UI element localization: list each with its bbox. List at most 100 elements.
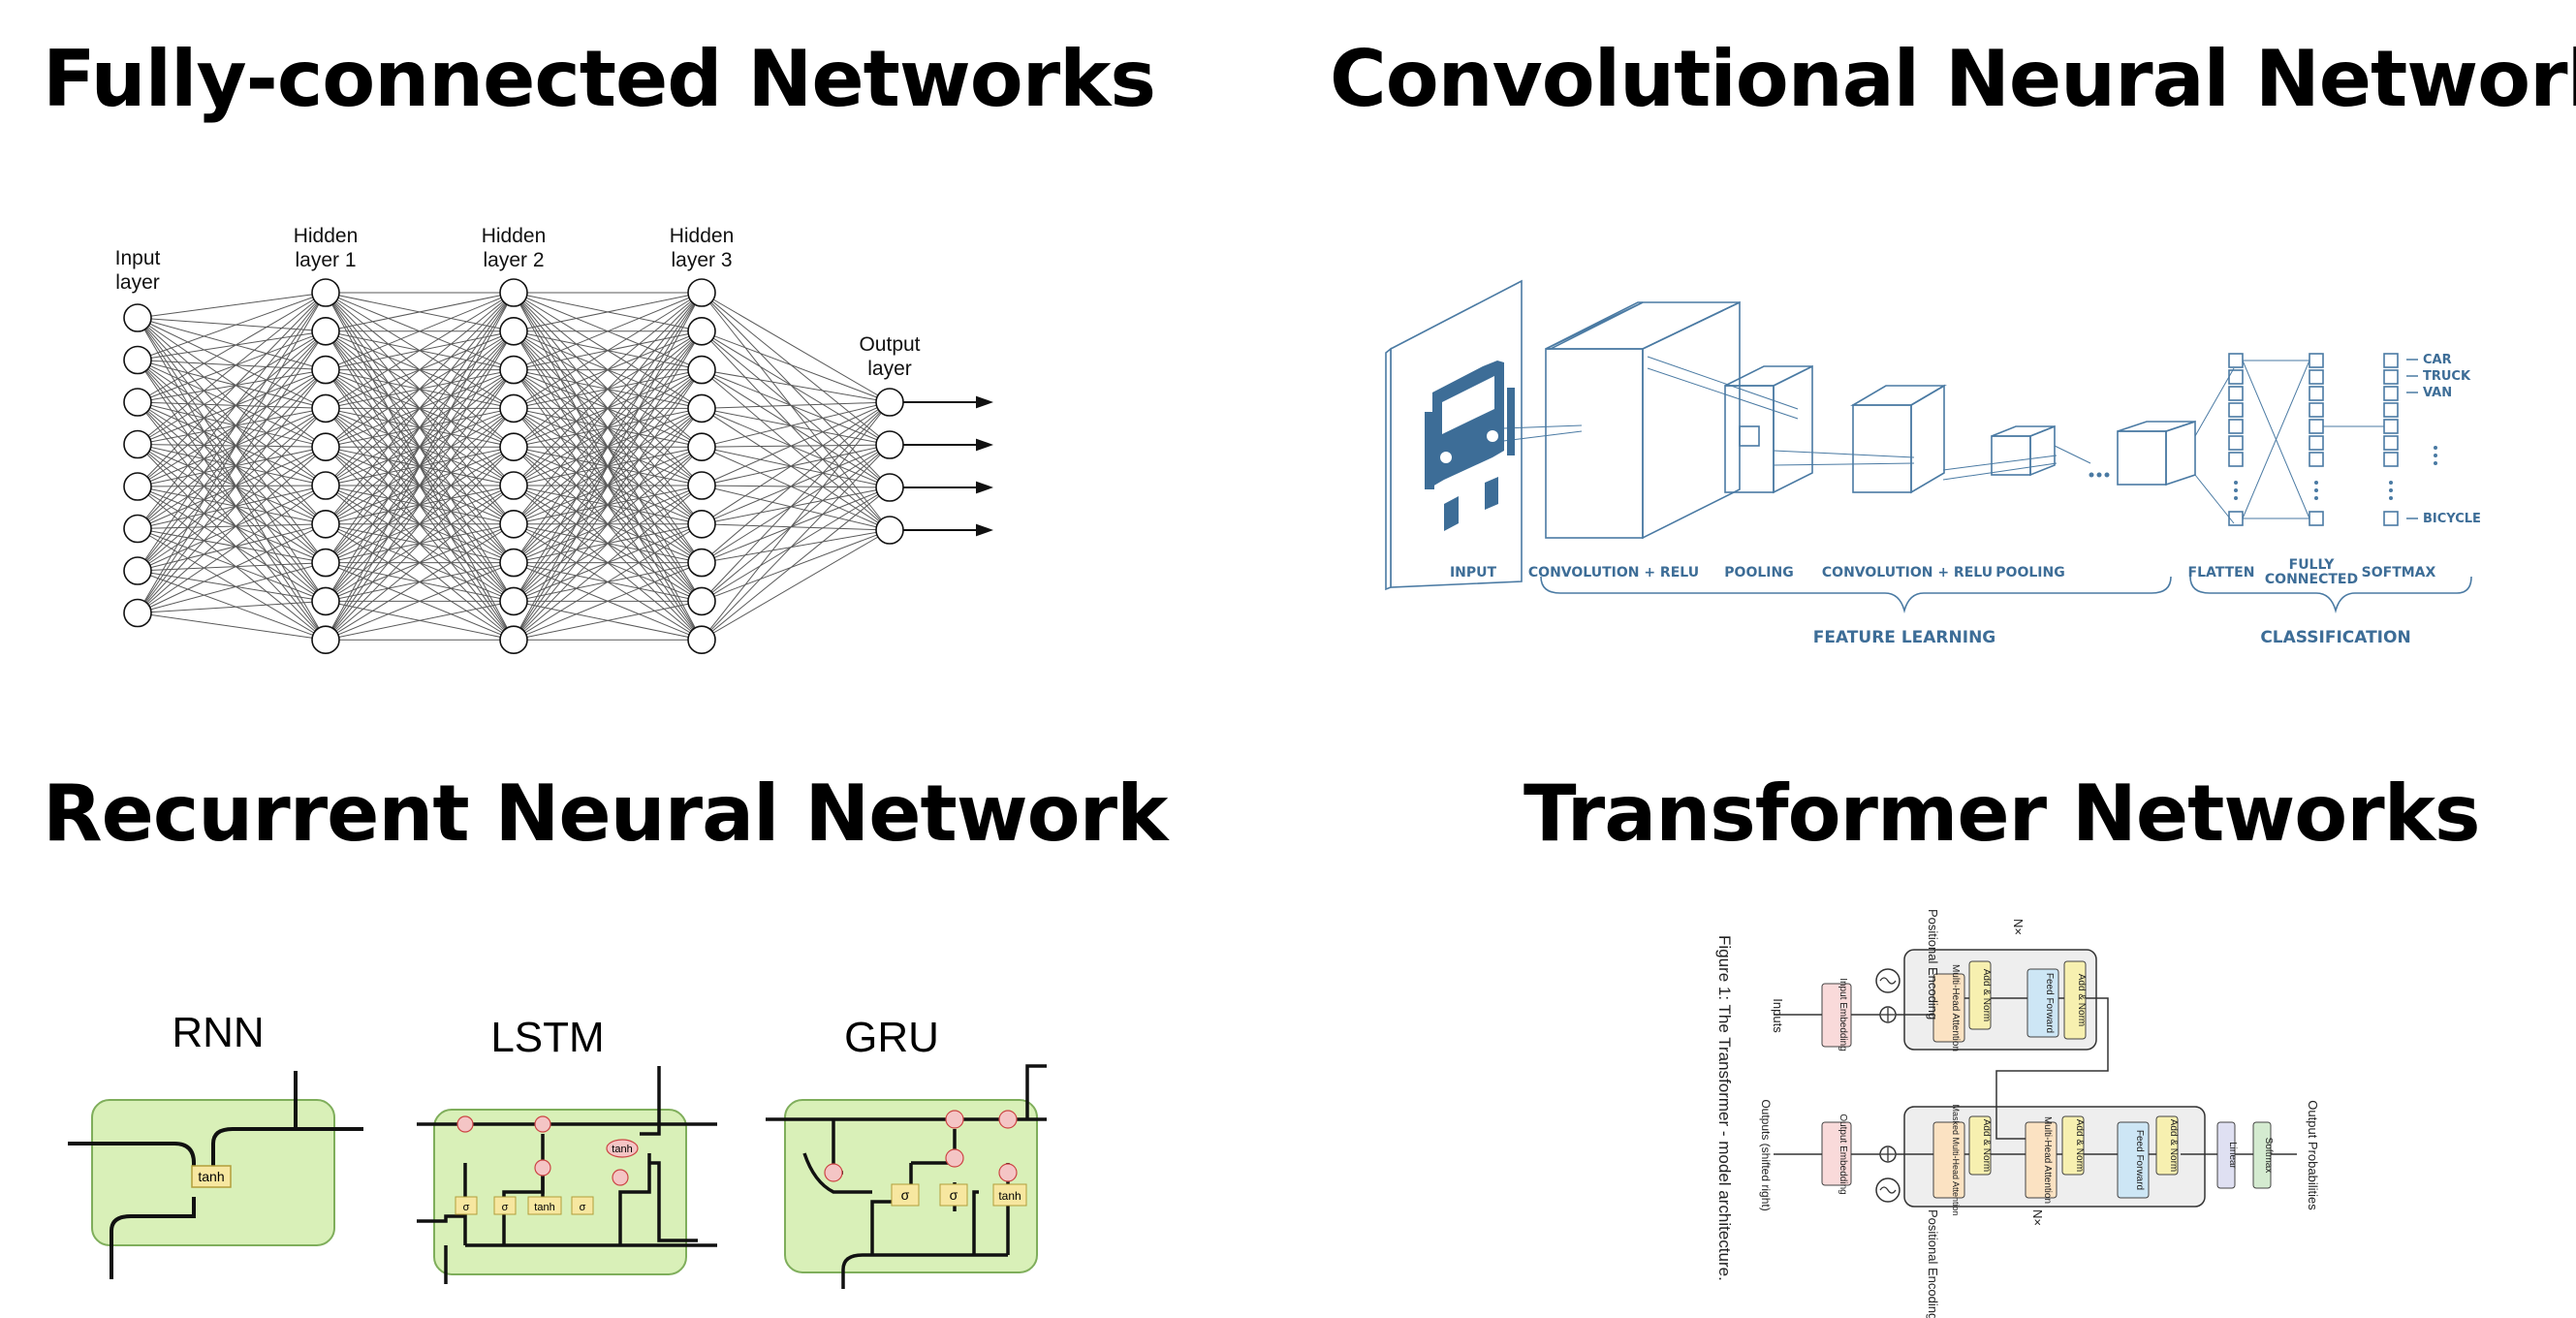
fc-neuron-layer-1 <box>311 471 340 500</box>
fc-edge <box>137 401 327 448</box>
cnn-pool3-block <box>2117 420 2196 486</box>
fc-edge <box>325 408 515 641</box>
cnn-flatten-column <box>2228 353 2244 526</box>
fc-edge <box>513 292 703 602</box>
pos-enc-top-label: Positional Encoding <box>1926 909 1940 1020</box>
fc-edge <box>701 369 891 446</box>
fc-edge <box>137 407 327 529</box>
fc-neuron-layer-1 <box>311 432 340 462</box>
fc-edge <box>137 369 327 403</box>
fc-edge <box>513 292 703 409</box>
fc-edge <box>701 369 891 403</box>
fc-edge <box>701 523 891 531</box>
fc-edge <box>137 401 327 641</box>
fc-edge <box>137 317 327 371</box>
cnn-diagram: INPUT CONVOLUTION + RELU POOLING CONVOLU… <box>1385 279 2481 647</box>
fc-edge <box>137 486 327 602</box>
fc-neuron-layer-3 <box>687 509 716 539</box>
fc-edge <box>137 369 327 487</box>
fc-edge <box>701 401 891 641</box>
fc-edge <box>701 485 891 531</box>
fc-input-label-line2: layer <box>115 271 160 294</box>
fc-edge <box>137 330 327 613</box>
fc-edge <box>137 446 327 529</box>
rnn-tanh-label: tanh <box>198 1169 224 1184</box>
fc-edge <box>513 292 703 448</box>
transformer-diagram: Figure 1: The Transformer - model archit… <box>1715 909 2320 1318</box>
fc-edge <box>325 485 515 641</box>
fc-edge <box>701 401 891 409</box>
fc-edge <box>137 330 327 403</box>
fc-edge <box>137 528 327 564</box>
decoder-ff-label: Feed Forward <box>2134 1130 2145 1190</box>
cnn-input-label: INPUT <box>1450 565 1497 581</box>
fc-edge <box>325 292 515 409</box>
fc-edge <box>137 446 327 572</box>
lstm-tanh-cell: tanh <box>612 1144 632 1155</box>
fc-neuron-layer-1 <box>311 548 340 578</box>
fc-nodes <box>123 278 904 655</box>
fc-hidden2-label-line2: layer 2 <box>483 249 544 271</box>
car-details <box>1440 376 1498 463</box>
fc-network-diagram: Input layer Hidden layer 1 Hidden layer … <box>115 225 993 655</box>
fc-edge <box>137 360 327 448</box>
fc-edge <box>137 317 327 332</box>
fc-edge <box>701 407 891 446</box>
fc-edge <box>701 330 891 446</box>
fc-edge <box>137 360 327 409</box>
cnn-class-truck: TRUCK <box>2423 369 2471 384</box>
fc-edge <box>513 562 703 641</box>
fc-edge <box>137 528 327 602</box>
fc-output-label-line2: layer <box>867 358 912 380</box>
fc-edge <box>701 529 891 564</box>
fc-edge <box>701 330 891 531</box>
fc-edge <box>701 446 891 531</box>
fc-edge <box>137 401 327 602</box>
fc-input-label-line1: Input <box>115 247 161 269</box>
fc-edge <box>701 444 891 525</box>
output-probs-label: Output Probabilities <box>2306 1100 2320 1210</box>
fc-edge <box>137 330 327 487</box>
fc-edge <box>137 360 327 563</box>
fc-edge <box>137 407 327 487</box>
fc-edge <box>137 292 327 529</box>
fc-edge <box>701 292 891 488</box>
fc-edge <box>701 401 891 486</box>
rnn-tanh-box <box>191 1165 232 1188</box>
fc-edge <box>701 330 891 403</box>
fc-neuron-layer-1 <box>311 393 340 424</box>
decoder-mha-label: Multi-Head Attention <box>2042 1116 2053 1204</box>
fc-neuron-layer-2 <box>499 548 528 578</box>
fc-edge <box>325 292 515 563</box>
fc-edge <box>137 360 327 641</box>
fc-neuron-layer-3 <box>687 317 716 346</box>
fc-edge <box>701 401 891 525</box>
fc-edge <box>325 292 515 602</box>
cnn-softmax-column <box>2383 353 2399 526</box>
decoder-addnorm-1: Add & Norm <box>1981 1119 1992 1172</box>
fc-hidden2-label-line1: Hidden <box>482 225 547 247</box>
fc-neuron-layer-1 <box>311 355 340 385</box>
fc-edge <box>325 446 515 641</box>
fc-edge <box>137 485 327 529</box>
inputs-label: Inputs <box>1771 998 1785 1033</box>
fc-edge <box>137 317 327 409</box>
fc-edge <box>137 292 327 445</box>
rnn-diagram: RNN LSTM GRU tanh σ σ ta <box>68 1009 1047 1289</box>
fc-edge <box>137 317 327 486</box>
fc-edge <box>513 292 703 332</box>
cnn-feature-learning-label: FEATURE LEARNING <box>1813 628 1996 647</box>
fc-edge <box>325 369 515 641</box>
fc-edge <box>513 330 703 641</box>
cnn-pool2-block <box>1991 424 2056 477</box>
gru-sigma-1: σ <box>901 1187 910 1203</box>
fc-edge <box>701 407 891 488</box>
gru-cell-title: GRU <box>844 1014 939 1061</box>
linear-box <box>2216 1121 2236 1189</box>
fc-neuron-layer-2 <box>499 317 528 346</box>
fc-neuron-layer-3 <box>687 393 716 424</box>
fc-edge <box>137 330 327 361</box>
fc-edge <box>137 292 327 613</box>
fc-neuron-layer-4 <box>875 516 904 545</box>
title-fully-connected: Fully-connected Networks <box>43 34 1156 124</box>
